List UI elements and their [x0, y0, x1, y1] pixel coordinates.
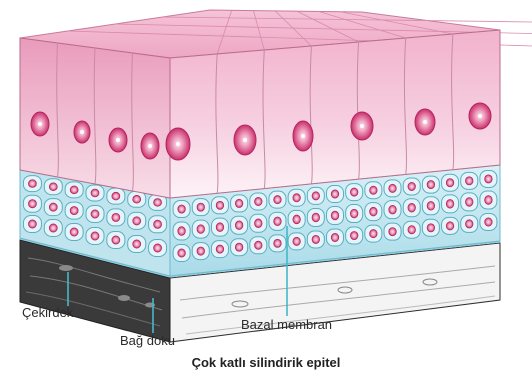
diagram-caption: Çok katlı silindirik epitel: [0, 355, 532, 370]
label-basal-membrane: Bazal membran: [241, 317, 332, 332]
label-connective-tissue: Bağ doku: [120, 333, 175, 348]
columnar-cell-layer: [20, 10, 532, 198]
label-nucleus: Çekirdek: [22, 305, 73, 320]
